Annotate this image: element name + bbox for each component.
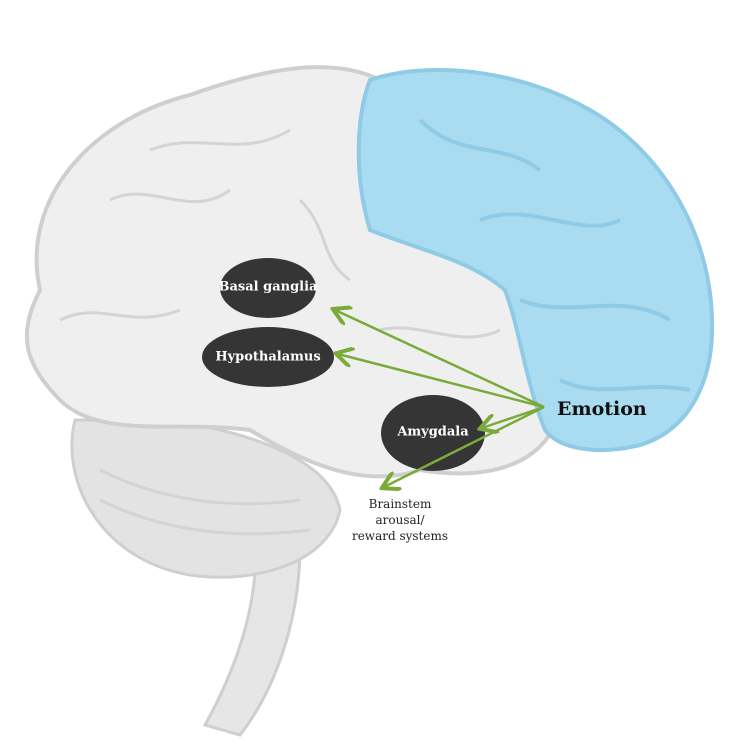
amygdala-node: [381, 395, 485, 471]
brainstem-label-line1: Brainstem arousal/: [368, 497, 432, 527]
arrow-to-hypothalamus: [338, 354, 545, 409]
frontal-lobe-shape: [356, 68, 715, 452]
arrow-to-brainstem: [384, 405, 545, 487]
hypothalamus-node: [202, 327, 334, 387]
amygdala-label: Amygdala: [397, 424, 469, 440]
gyri-lines: [59, 128, 501, 536]
cerebellum-shape: [70, 418, 342, 579]
basal-ganglia-node: [220, 258, 316, 318]
brainstem-label-line2: reward systems: [351, 529, 449, 543]
arrow-to-basal-ganglia: [335, 310, 545, 409]
brainstem-label: Brainstem arousal/ reward systems: [345, 496, 455, 544]
emotion-label: Emotion: [557, 398, 647, 420]
arrow-to-amygdala: [482, 405, 545, 428]
frontal-gyri-lines: [418, 118, 691, 392]
brainstem-shape: [202, 538, 302, 737]
basal-ganglia-label: Basal ganglia: [218, 279, 318, 295]
hypothalamus-label: Hypothalamus: [215, 349, 321, 365]
